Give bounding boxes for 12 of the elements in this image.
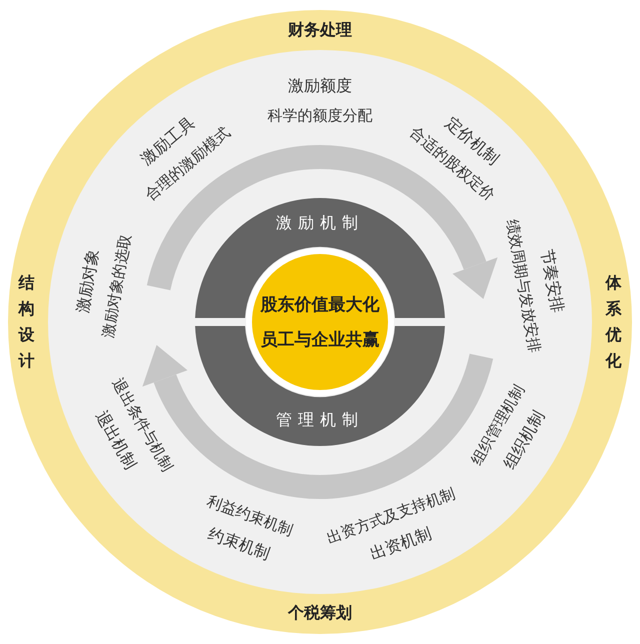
item-heading: 激励对象 (74, 248, 102, 314)
item-heading: 激励额度 (288, 78, 352, 94)
center-text: 员工与企业共赢 (260, 329, 380, 351)
ring-label: 体系优化 (605, 272, 622, 372)
item-description: 科学的额度分配 (268, 108, 372, 124)
segment-label: 激励机制 (276, 213, 364, 234)
center-text: 股东价值最大化 (260, 294, 380, 316)
ring-label: 结构设计 (18, 272, 35, 372)
segment-label: 管理机制 (276, 410, 364, 431)
item-description: 激励对象的选取 (100, 233, 134, 340)
ring-label: 财务处理 (288, 20, 352, 41)
ring-label: 个税筹划 (288, 603, 352, 624)
